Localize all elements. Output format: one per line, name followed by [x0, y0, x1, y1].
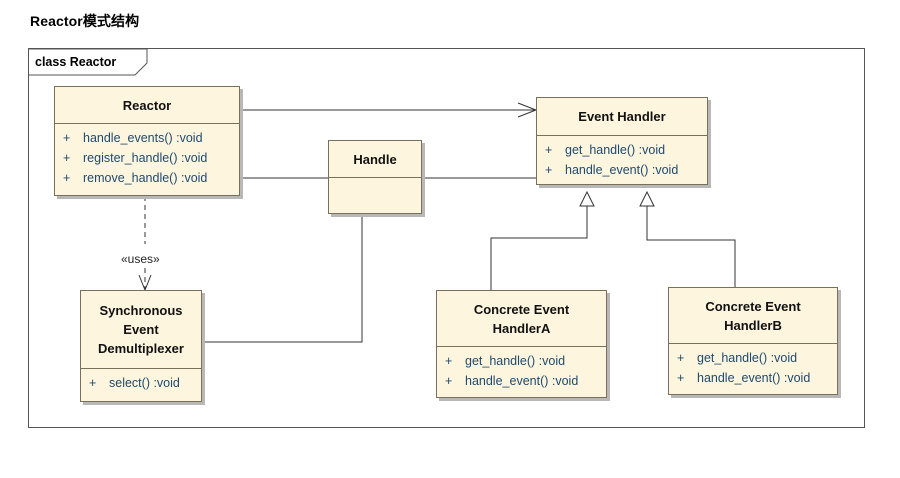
operation: +register_handle() :void — [63, 151, 208, 165]
class-event-handler-name: Event Handler — [537, 98, 707, 136]
operation: +handle_event() :void — [677, 371, 811, 385]
class-concrete-handler-a-name: Concrete Event HandlerA — [437, 291, 606, 347]
generalization-a-line — [490, 206, 588, 290]
class-demultiplexer[interactable]: Synchronous Event Demultiplexer +select(… — [80, 290, 202, 402]
class-demultiplexer-operations: +select() :void — [81, 369, 201, 395]
class-concrete-handler-b-operations: +get_handle() :void +handle_event() :voi… — [669, 344, 837, 390]
class-concrete-handler-b[interactable]: Concrete Event HandlerB +get_handle() :v… — [668, 287, 838, 395]
class-handle-name: Handle — [329, 141, 421, 178]
class-reactor-operations: +handle_events() :void +register_handle(… — [55, 124, 239, 190]
class-event-handler-operations: +get_handle() :void +handle_event() :voi… — [537, 136, 707, 182]
operation: +remove_handle() :void — [63, 171, 208, 185]
class-event-handler[interactable]: Event Handler +get_handle() :void +handl… — [536, 97, 708, 185]
uses-stereotype-label: «uses» — [121, 252, 160, 266]
frame-label: class Reactor — [35, 55, 117, 69]
class-reactor[interactable]: Reactor +handle_events() :void +register… — [54, 86, 240, 196]
operation: +handle_event() :void — [445, 374, 579, 388]
class-concrete-handler-a-operations: +get_handle() :void +handle_event() :voi… — [437, 347, 606, 393]
class-concrete-handler-a[interactable]: Concrete Event HandlerA +get_handle() :v… — [436, 290, 607, 398]
operation: +handle_event() :void — [545, 163, 679, 177]
operation: +get_handle() :void — [545, 143, 666, 157]
operation: +select() :void — [89, 376, 180, 390]
page-title: Reactor模式结构 — [30, 13, 140, 29]
generalization-a-triangle — [579, 190, 595, 207]
class-concrete-handler-b-name: Concrete Event HandlerB — [669, 288, 837, 344]
operation: +get_handle() :void — [677, 351, 798, 365]
generalization-b-line — [646, 206, 736, 287]
handle-to-demux-line — [202, 214, 363, 343]
generalization-b-triangle — [639, 190, 655, 207]
class-handle[interactable]: Handle — [328, 140, 422, 214]
class-reactor-name: Reactor — [55, 87, 239, 124]
operation: +get_handle() :void — [445, 354, 566, 368]
frame-tab — [29, 49, 148, 76]
class-demultiplexer-name: Synchronous Event Demultiplexer — [81, 291, 201, 369]
operation: +handle_events() :void — [63, 131, 203, 145]
